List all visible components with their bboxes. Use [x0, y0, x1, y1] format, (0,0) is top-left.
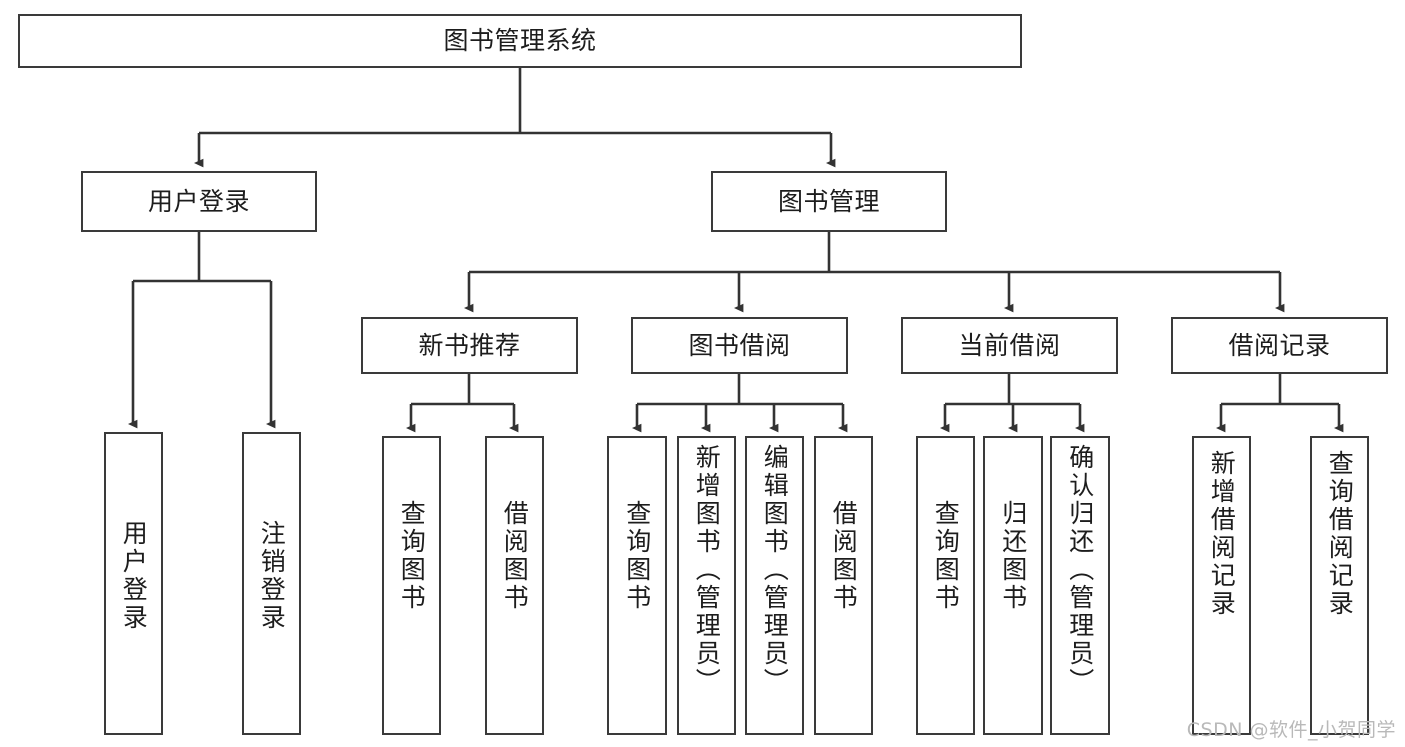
node-leaf-add-borrow-record[interactable]: 新增借阅记录	[1192, 436, 1251, 735]
node-leaf-edit-book-admin[interactable]: 编辑图书（管理员）	[745, 436, 804, 735]
node-label: 查询图书	[931, 500, 961, 612]
node-label: 图书管理	[777, 186, 880, 216]
node-leaf-confirm-return-admin[interactable]: 确认归还（管理员）	[1050, 436, 1110, 735]
node-label: 用户登录	[119, 520, 149, 632]
node-label: 查询图书	[622, 500, 652, 612]
node-leaf-query-book-cb[interactable]: 查询图书	[916, 436, 975, 735]
node-leaf-logout[interactable]: 注销登录	[242, 432, 301, 735]
node-label: 新书推荐	[418, 330, 521, 360]
node-label: 借阅图书	[500, 500, 530, 612]
node-book-borrow[interactable]: 图书借阅	[631, 317, 848, 374]
node-leaf-borrow-book-nbr[interactable]: 借阅图书	[485, 436, 544, 735]
node-leaf-query-borrow-record[interactable]: 查询借阅记录	[1310, 436, 1369, 735]
node-leaf-add-book-admin[interactable]: 新增图书（管理员）	[677, 436, 736, 735]
node-current-borrow[interactable]: 当前借阅	[901, 317, 1118, 374]
node-label: 查询图书	[397, 500, 427, 612]
node-label: 查询借阅记录	[1325, 450, 1355, 618]
node-leaf-return-book[interactable]: 归还图书	[983, 436, 1043, 735]
node-leaf-query-book-nbr[interactable]: 查询图书	[382, 436, 441, 735]
node-user-login[interactable]: 用户登录	[81, 171, 317, 232]
node-label: 借阅记录	[1228, 330, 1331, 360]
node-label: 编辑图书（管理员）	[760, 444, 790, 696]
node-label: 归还图书	[998, 500, 1028, 612]
node-leaf-user-login[interactable]: 用户登录	[104, 432, 163, 735]
node-label: 当前借阅	[958, 330, 1061, 360]
node-label: 图书借阅	[688, 330, 791, 360]
node-label: 图书管理系统	[443, 26, 597, 56]
node-label: 新增借阅记录	[1207, 450, 1237, 618]
node-label: 新增图书（管理员）	[692, 444, 722, 696]
node-new-book-recommendation[interactable]: 新书推荐	[361, 317, 578, 374]
node-label: 借阅图书	[829, 500, 859, 612]
node-label: 注销登录	[257, 520, 287, 632]
node-root-book-management-system[interactable]: 图书管理系统	[18, 14, 1022, 68]
node-leaf-query-book-bb[interactable]: 查询图书	[607, 436, 667, 735]
node-label: 用户登录	[147, 186, 250, 216]
node-book-management[interactable]: 图书管理	[711, 171, 947, 232]
node-label: 确认归还（管理员）	[1065, 444, 1095, 696]
node-borrow-record[interactable]: 借阅记录	[1171, 317, 1388, 374]
node-leaf-borrow-book-bb[interactable]: 借阅图书	[814, 436, 873, 735]
watermark-text: CSDN @软件_小贺同学	[1186, 719, 1396, 741]
